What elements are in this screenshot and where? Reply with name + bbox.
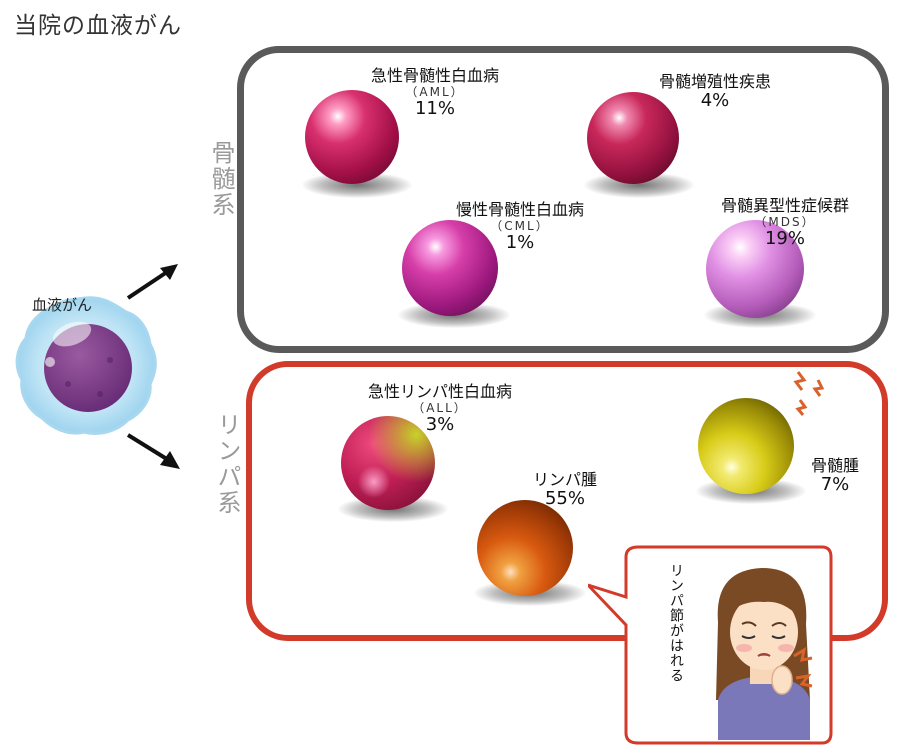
cml-percent: 1% <box>505 232 535 253</box>
mpn-name: 骨髄増殖性疾患 <box>658 72 771 91</box>
cml-sphere <box>402 220 498 316</box>
all-name: 急性リンパ性白血病 <box>367 382 512 401</box>
aml-percent: 11% <box>414 98 455 119</box>
myeloma-percent: 7% <box>820 474 850 495</box>
all-percent: 3% <box>425 414 455 435</box>
bubble-text: リンパ節がはれる <box>668 563 684 683</box>
cml-label: 慢性骨髄性白血病 （CML） 1% <box>440 200 600 252</box>
lymphoid-group-label: リンパ系 <box>213 412 241 516</box>
mds-sphere <box>706 220 804 318</box>
myeloma-sphere <box>698 398 794 494</box>
myeloid-group-label: 骨髄系 <box>207 140 235 218</box>
lymphoma-name: リンパ腫 <box>532 470 597 489</box>
mds-percent: 19% <box>764 228 805 249</box>
page-title: 当院の血液がん <box>14 13 182 39</box>
aml-abbr: （AML） <box>405 85 465 99</box>
cml-name: 慢性骨髄性白血病 <box>455 200 584 219</box>
mpn-label: 骨髄増殖性疾患 4% <box>640 72 790 110</box>
arrow-to-lymph-icon <box>126 433 180 469</box>
bone-pain-sparks-icon <box>793 371 825 416</box>
mds-label: 骨髄異型性症候群 （MDS） 19% <box>700 196 870 248</box>
patient-woman-illustration <box>716 568 813 740</box>
all-sphere <box>341 416 435 510</box>
cml-abbr: （CML） <box>490 219 550 233</box>
all-label: 急性リンパ性白血病 （ALL） 3% <box>355 382 525 434</box>
all-abbr: （ALL） <box>412 401 468 415</box>
aml-name: 急性骨髄性白血病 <box>370 66 499 85</box>
arrow-to-marrow-icon <box>126 264 178 300</box>
mpn-sphere <box>587 92 679 184</box>
mds-name: 骨髄異型性症候群 <box>720 196 849 215</box>
mpn-percent: 4% <box>700 90 730 111</box>
blood-cancer-cell-illustration <box>15 296 157 435</box>
myeloma-name: 骨髄腫 <box>810 456 859 475</box>
aml-label: 急性骨髄性白血病 （AML） 11% <box>355 66 515 118</box>
lymphoma-sphere <box>477 500 573 596</box>
blood-cancer-label: 血液がん <box>32 296 93 314</box>
myeloma-label: 骨髄腫 7% <box>795 456 875 494</box>
aml-sphere <box>305 90 399 184</box>
lymphoma-label: リンパ腫 55% <box>520 470 610 508</box>
lymphoma-percent: 55% <box>544 488 585 509</box>
mds-abbr: （MDS） <box>754 215 816 229</box>
